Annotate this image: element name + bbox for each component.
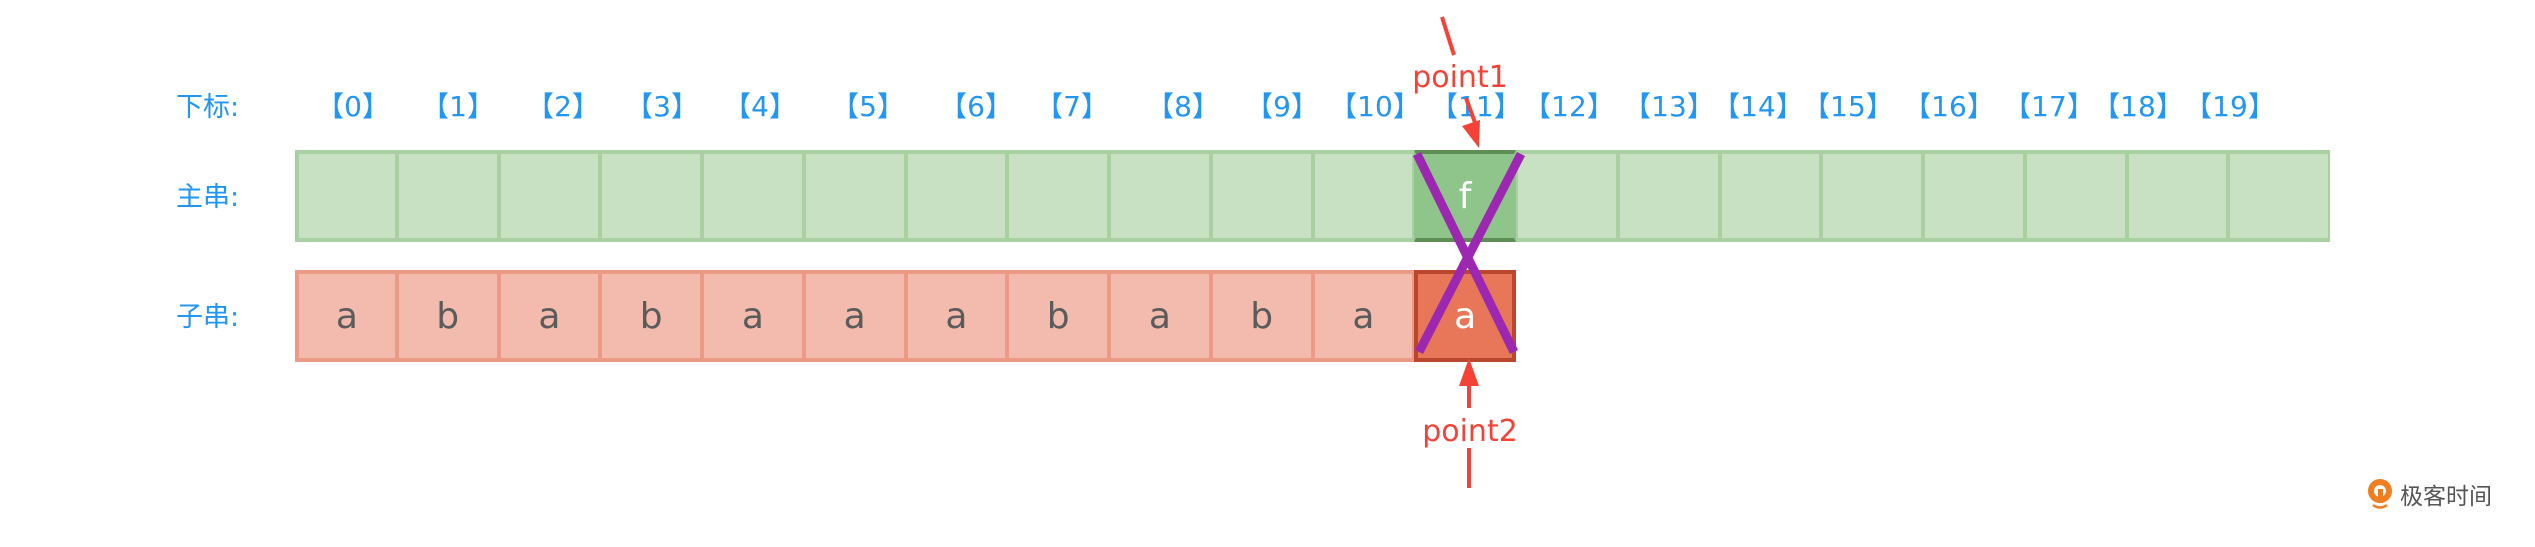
sub-string-cell: a	[1312, 270, 1415, 362]
index-label: 【1】	[421, 90, 495, 123]
index-label: 【12】	[1523, 90, 1615, 123]
point1-label: point1	[1412, 60, 1508, 95]
main-string-cell	[1109, 150, 1211, 242]
point1-tail-line	[1440, 16, 1456, 56]
sub-string-cell: b	[1007, 270, 1109, 362]
index-label: 【2】	[526, 90, 600, 123]
main-string-row: f	[295, 150, 2330, 242]
main-string-cell	[396, 150, 499, 242]
index-label: 【14】	[1712, 90, 1804, 123]
main-string-cell	[498, 150, 601, 242]
index-label: 【6】	[939, 90, 1013, 123]
sub-string-label: 子串:	[176, 302, 240, 333]
main-string-cell	[2228, 150, 2330, 242]
main-string-cell	[702, 150, 804, 242]
main-string-cell	[905, 150, 1008, 242]
main-string-label: 主串:	[176, 182, 240, 213]
main-string-cell	[1923, 150, 2025, 242]
main-string-cell	[600, 150, 702, 242]
sub-string-cell: a	[1109, 270, 1211, 362]
main-string-cell-mismatch: f	[1414, 150, 1516, 242]
index-label: 【19】	[2184, 90, 2276, 123]
main-string-cell	[803, 150, 906, 242]
main-string-cell	[2126, 150, 2229, 242]
sub-string-cell: b	[1210, 270, 1313, 362]
main-string-cell	[1719, 150, 1822, 242]
sub-string-cell: b	[600, 270, 702, 362]
main-string-cell	[2024, 150, 2127, 242]
geektime-logo: 极客时间	[2366, 477, 2492, 511]
index-label: 【15】	[1802, 90, 1894, 123]
geektime-logo-icon	[2368, 479, 2392, 509]
index-label: 【7】	[1035, 90, 1109, 123]
index-label: 【8】	[1146, 90, 1220, 123]
sub-string-cell: a	[498, 270, 601, 362]
main-string-cell	[1821, 150, 1923, 242]
main-string-cell	[1312, 150, 1415, 242]
index-label: 【4】	[723, 90, 797, 123]
index-label: 【13】	[1623, 90, 1715, 123]
index-label: 【3】	[625, 90, 699, 123]
index-row-label: 下标:	[176, 92, 240, 123]
index-label: 【10】	[1329, 90, 1421, 123]
sub-string-cell: b	[396, 270, 499, 362]
sub-string-cell: a	[295, 270, 397, 362]
index-label: 【17】	[2003, 90, 2095, 123]
sub-string-cell: a	[803, 270, 906, 362]
sub-string-cell-mismatch: a	[1414, 270, 1516, 362]
index-label: 【9】	[1245, 90, 1319, 123]
point1-arrowhead-icon	[1462, 120, 1480, 148]
geektime-logo-text: 极客时间	[2400, 484, 2492, 510]
main-string-cell	[1007, 150, 1109, 242]
index-label: 【16】	[1903, 90, 1995, 123]
index-label: 【5】	[831, 90, 905, 123]
index-label: 【11】	[1430, 90, 1522, 123]
main-string-cell	[1516, 150, 1618, 242]
main-string-cell	[1210, 150, 1313, 242]
point2-label: point2	[1422, 414, 1518, 449]
point2-arrowhead-icon	[1459, 358, 1479, 386]
sub-string-cell: a	[702, 270, 804, 362]
sub-string-cell: a	[905, 270, 1008, 362]
main-string-cell	[1617, 150, 1720, 242]
main-string-cell	[295, 150, 397, 242]
index-label: 【18】	[2092, 90, 2184, 123]
index-label: 【0】	[316, 90, 390, 123]
